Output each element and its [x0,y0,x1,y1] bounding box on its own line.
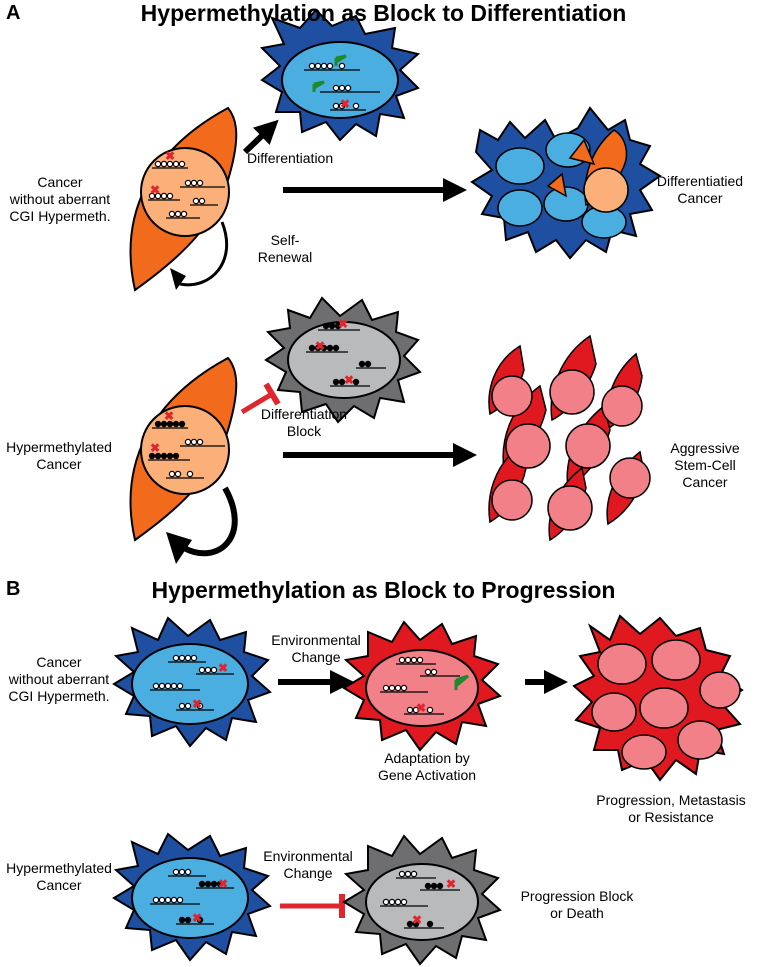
orange-hypermethylated-cell: ✖ ✖ [129,356,238,542]
panel-b-title: Hypermethylation as Block to Progression [151,577,616,603]
svg-text:✖: ✖ [192,697,202,711]
green-flag-icon [312,80,325,92]
svg-text:✖: ✖ [344,373,354,387]
svg-text:✖: ✖ [412,913,422,927]
svg-text:✖: ✖ [315,339,325,353]
differentiation-block-inhibitor [240,382,281,415]
svg-text:✖: ✖ [340,97,350,111]
self-renewal-arrow [179,221,229,287]
green-flag-icon [454,674,469,690]
red-adapted-cell: ✖ [342,620,502,752]
label-differentiation-block: Differentiation Block [260,406,348,439]
label-differentiation: Differentiation [247,150,334,166]
blue-cancer-cell-b1: ✖ ✖ [112,616,272,748]
label-hypermethylated-cancer-a: Hypermethylated Cancer [6,439,112,472]
gray-blocked-cell: ✖ ✖ [342,834,502,966]
self-renewal-arrow-large [182,486,238,557]
svg-text:✖: ✖ [150,441,160,455]
self-renewal-arrowhead-large [166,532,192,564]
gray-differentiated-cell: ✖ ✖ ✖ [264,296,422,424]
panel-a-title: Hypermethylation as Block to Differentia… [140,0,627,26]
svg-text:✖: ✖ [164,409,174,423]
label-env-change-1: Environmental Change [271,632,361,665]
label-self-renewal: Self- Renewal [257,232,313,265]
label-progression: Progression, Metastasis or Resistance [596,792,746,825]
label-adaptation: Adaptation by Gene Activation [377,750,477,783]
svg-text:✖: ✖ [150,183,160,197]
svg-text:✖: ✖ [446,877,456,891]
differentiation-arrow [242,119,279,155]
label-cancer-without-hyper-a: Cancer without aberrant CGI Hypermeth. [9,174,111,224]
svg-text:✖: ✖ [218,661,228,675]
svg-text:✖: ✖ [416,701,426,715]
label-hypermethylated-cancer-b: Hypermethylated Cancer [6,860,112,893]
svg-text:✖: ✖ [192,911,202,925]
progression-block-inhibitor [280,894,345,918]
svg-text:✖: ✖ [165,149,175,163]
progression-metastasis-cluster [572,614,744,782]
label-cancer-without-hyper-b: Cancer without aberrant CGI Hypermeth. [8,654,110,704]
label-differentiated-cancer: Differentiatied Cancer [656,173,744,206]
differentiated-cancer-cluster [470,106,662,260]
label-env-change-2: Environmental Change [263,848,353,881]
gene-marks-unmethylated [148,160,225,219]
svg-text:✖: ✖ [338,317,348,331]
orange-nucleus [140,147,230,237]
orange-cancer-cell-top: ✖ ✖ [129,106,238,292]
label-progression-block: Progression Block or Death [520,888,634,921]
panel-letter-b: B [6,578,21,600]
self-renewal-arrowhead [170,268,186,290]
green-flag-icon [334,54,347,66]
svg-text:✖: ✖ [218,877,228,891]
blue-differentiated-cell-top: ✖ [259,8,421,142]
label-aggressive-stem-cell: Aggressive Stem-Cell Cancer [670,440,740,490]
panel-letter-a: A [6,2,21,24]
aggressive-stem-cell-cluster [488,334,651,542]
blue-hypermethylated-cell-b2: ✖ ✖ [112,832,272,962]
